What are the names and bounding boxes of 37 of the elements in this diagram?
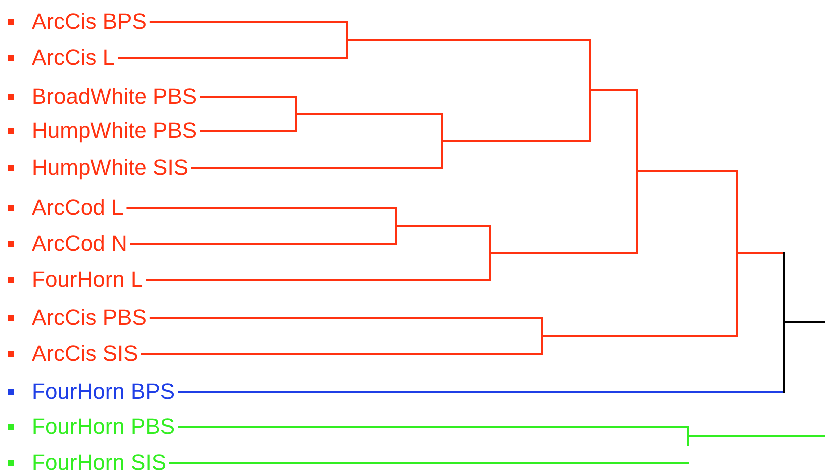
dendrogram-branch <box>141 353 543 355</box>
dendrogram-branch <box>150 21 348 23</box>
dendrogram-branch <box>126 207 397 209</box>
leaf-label: ArcCis BPS <box>32 9 147 35</box>
leaf-label: ArcCis PBS <box>32 305 147 331</box>
dendrogram-branch <box>200 130 297 132</box>
dendrogram-branch <box>192 167 443 169</box>
dendrogram-branch <box>490 252 638 254</box>
leaf-label: FourHorn BPS <box>32 379 176 405</box>
leaf-label: HumpWhite PBS <box>32 118 198 144</box>
dendrogram-branch <box>200 96 297 98</box>
dendrogram-branch <box>347 39 591 41</box>
dendrogram-branch <box>590 90 638 92</box>
dendrogram-branch <box>178 391 785 393</box>
dendrogram-branch <box>170 462 689 464</box>
leaf-label: HumpWhite SIS <box>32 155 188 181</box>
leaf-label: ArcCod N <box>32 231 128 257</box>
dendrogram-branch <box>784 322 825 324</box>
dendrogram-branch <box>542 335 738 337</box>
leaf-label: FourHorn L <box>32 267 144 293</box>
dendrogram-branch <box>688 435 825 437</box>
dendrogram-branch <box>178 426 689 428</box>
leaf-label: ArcCis SIS <box>32 341 138 367</box>
leaf-label: ArcCod L <box>32 195 124 221</box>
dendrogram-branch <box>396 225 491 227</box>
dendrogram-branch <box>130 243 397 245</box>
dendrogram-branch <box>737 252 785 254</box>
dendrogram-branch <box>296 113 443 115</box>
dendrogram-branch <box>637 170 738 172</box>
leaf-label: BroadWhite PBS <box>32 84 198 110</box>
dendrogram-branch <box>442 140 591 142</box>
dendrogram-branch <box>146 279 491 281</box>
leaf-label: ArcCis L <box>32 45 116 71</box>
dendrogram-branch <box>150 317 543 319</box>
leaf-label: FourHorn SIS <box>32 450 166 474</box>
leaf-label: FourHorn PBS <box>32 414 176 440</box>
dendrogram-branch <box>118 57 348 59</box>
